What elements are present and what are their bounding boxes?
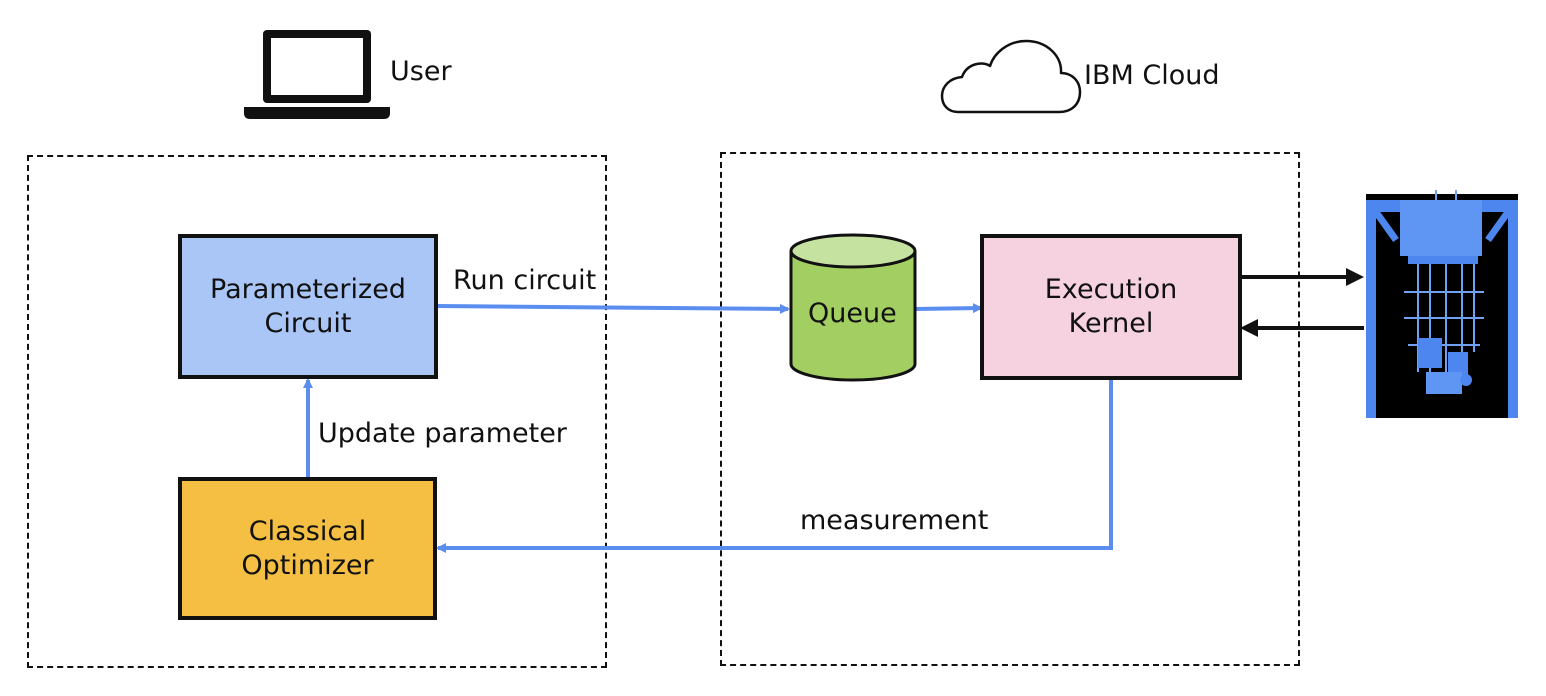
queue-cylinder [789, 233, 917, 382]
classical-optimizer-node: Classical Optimizer [178, 477, 437, 620]
classical-optimizer-line1: Classical [248, 515, 367, 547]
run-circuit-arrow [436, 303, 790, 314]
parameterized-circuit-line1: Parameterized [210, 273, 406, 305]
measurement-arrow [436, 378, 1113, 553]
parameterized-circuit-line2: Circuit [264, 307, 352, 339]
qpu-to-kernel-arrow [1240, 319, 1364, 337]
run-circuit-label: Run circuit [453, 265, 597, 296]
execution-kernel-node: Execution Kernel [980, 234, 1242, 380]
ibm-cloud-label: IBM Cloud [1084, 60, 1220, 91]
user-group-frame [27, 155, 607, 668]
laptop-icon [244, 30, 390, 119]
cloud-group-frame [720, 152, 1300, 666]
queue-label: Queue [808, 298, 897, 329]
cloud-icon [940, 39, 1082, 114]
classical-optimizer-line2: Optimizer [241, 549, 374, 581]
execution-kernel-line1: Execution [1044, 274, 1178, 306]
kernel-to-qpu-arrow [1240, 268, 1364, 286]
parameterized-circuit-node: Parameterized Circuit [178, 234, 438, 379]
update-parameter-label: Update parameter [318, 418, 567, 449]
queue-to-kernel-arrow [913, 303, 983, 314]
user-label: User [390, 56, 452, 87]
measurement-label: measurement [800, 505, 989, 536]
execution-kernel-line2: Kernel [1068, 308, 1154, 339]
quantum-computer-icon [1366, 190, 1518, 418]
